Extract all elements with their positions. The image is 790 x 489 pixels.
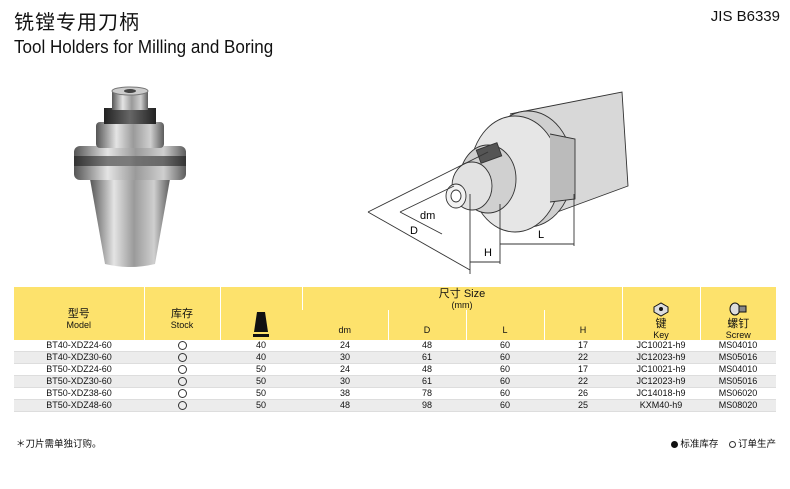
tool-holder-drawing: dm D H L [367,91,629,274]
open-circle-icon [177,401,187,411]
taper-cell: 50 [220,363,302,376]
H-cell: 17 [544,363,623,376]
open-circle-icon [177,377,187,387]
H-cell: 17 [544,340,623,352]
D-cell: 48 [388,340,466,352]
open-circle-icon [177,341,187,351]
key-cell: JC12023-h9 [622,351,701,364]
standard-code: JIS B6339 [710,8,780,25]
stock-cell [144,340,220,352]
key-cell: JC12023-h9 [622,375,701,388]
dim-D-label: D [410,225,418,237]
dm-cell: 48 [302,399,388,412]
L-cell: 60 [466,351,544,364]
open-circle-icon [728,441,736,448]
title-english: Tool Holders for Milling and Boring [14,36,274,57]
model-cell: BT40-XDZ30-60 [14,351,144,364]
stock-cell [144,375,220,388]
model-cell: BT50-XDZ24-60 [14,363,144,376]
H-cell: 26 [544,387,623,400]
L-cell: 60 [466,399,544,412]
key-cell: JC10021-h9 [622,340,701,352]
key-icon [653,302,669,317]
key-cell: JC14018-h9 [622,387,701,400]
taper-icon [253,312,269,337]
taper-cell: 40 [220,351,302,364]
H-cell: 22 [544,351,623,364]
screw-cell: MS04010 [700,363,777,376]
dm-cell: 38 [302,387,388,400]
D-cell: 61 [388,375,466,388]
stock-legend: 标准库存 订单生产 [671,436,776,450]
dm-cell: 30 [302,351,388,364]
screw-cell: MS05016 [700,375,777,388]
size-header: 尺寸 Size(mm) [301,287,623,310]
stock-cell [144,387,220,400]
screw-cell: MS06020 [700,387,777,400]
key-cell: KXM40-h9 [622,399,701,412]
model-cell: BT50-XDZ30-60 [14,375,144,388]
H-header: H [543,310,623,340]
open-circle-icon [177,353,187,363]
H-cell: 25 [544,399,623,412]
D-cell: 98 [388,399,466,412]
model-cell: BT50-XDZ38-60 [14,387,144,400]
L-cell: 60 [466,375,544,388]
stock-cell [144,363,220,376]
footnote: ＊刀片需单独订购。 [16,439,102,450]
dim-L-label: L [538,229,544,241]
filled-circle-icon [671,441,679,448]
L-cell: 60 [466,363,544,376]
taper-cell: 50 [220,375,302,388]
dim-H-label: H [484,247,492,259]
dm-cell: 24 [302,363,388,376]
taper-header [219,287,302,340]
L-cell: 60 [466,340,544,352]
D-cell: 78 [388,387,466,400]
dm-cell: 24 [302,340,388,352]
tool-holder-photo [74,86,186,267]
open-circle-icon [177,389,187,399]
legend-made-to-order: 订单生产 [737,439,776,450]
dm-header: dm [302,310,388,340]
H-cell: 22 [544,375,623,388]
screw-cell: MS04010 [700,340,777,352]
D-cell: 61 [388,351,466,364]
taper-cell: 40 [220,340,302,352]
screw-icon [729,302,747,316]
D-header: D [387,310,466,340]
D-cell: 48 [388,363,466,376]
L-cell: 60 [466,387,544,400]
L-header: L [465,310,544,340]
model-cell: BT40-XDZ24-60 [14,340,144,352]
dm-cell: 30 [302,375,388,388]
open-circle-icon [177,365,187,375]
stock-cell [144,399,220,412]
title-chinese: 铣镗专用刀柄 [14,12,140,34]
legend-standard-stock: 标准库存 [680,439,719,450]
screw-cell: MS08020 [700,399,777,412]
taper-cell: 50 [220,399,302,412]
dim-dm-label: dm [420,210,435,222]
model-cell: BT50-XDZ48-60 [14,399,144,412]
stock-cell [144,351,220,364]
key-cell: JC10021-h9 [622,363,701,376]
screw-cell: MS05016 [700,351,777,364]
taper-cell: 50 [220,387,302,400]
